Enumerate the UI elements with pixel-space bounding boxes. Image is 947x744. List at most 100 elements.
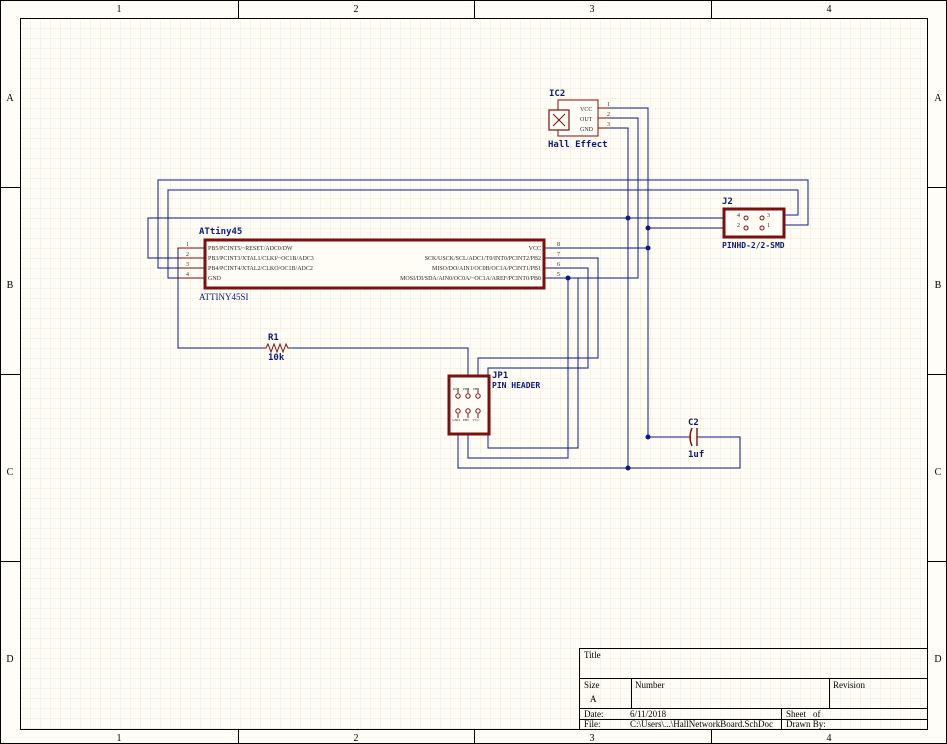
j2-pin-number: 4 <box>737 213 740 219</box>
jp1-value: PIN HEADER <box>492 381 540 390</box>
row-label-left: D <box>6 654 13 665</box>
jp1-body <box>447 374 491 436</box>
column-label-bottom: 3 <box>590 733 595 744</box>
column-label-top: 1 <box>117 4 122 15</box>
j2-pad <box>759 215 765 221</box>
j2-designator: J2 <box>722 197 733 207</box>
ic2-pin-number: 3 <box>607 122 610 128</box>
title-block: Title Size A Number Revision Date: 6/11/… <box>579 648 928 730</box>
j2-pin-number: 2 <box>737 223 740 229</box>
r1-value: 10k <box>268 353 285 363</box>
ic2-hall-sensor[interactable]: IC2 VCC OUT GND 1 2 3 Hall Effect <box>548 89 610 150</box>
junction-dot <box>645 225 651 231</box>
ic2-designator: IC2 <box>549 89 565 99</box>
junction-dot <box>645 434 651 440</box>
wire-jp1-gnd <box>457 418 741 469</box>
sheet-label: Sheet <box>786 709 806 719</box>
row-label-left: A <box>6 93 14 104</box>
column-label-bottom: 4 <box>827 733 832 744</box>
jp1-pad <box>465 393 471 399</box>
ic2-pin-number: 2 <box>607 112 610 118</box>
u1-pin-name: PB5/PCINT5/~RESET/ADC0/DW <box>208 246 293 252</box>
size-label: Size <box>584 680 600 690</box>
column-label-bottom: 2 <box>354 733 359 744</box>
number-label: Number <box>635 680 665 690</box>
u1-pin-number: 2 <box>186 252 189 258</box>
u1-body <box>203 238 546 290</box>
j2-value: PINHD-2/2-SMD <box>722 241 785 250</box>
wire-u1-pin2 <box>147 217 628 259</box>
ic2-pin-name: VCC <box>580 107 592 113</box>
row-label-right: B <box>935 280 942 291</box>
u1-pin-name: SCK/USCK/SCL/ADC1/T0/INT0/PCINT2/PB2 <box>425 256 541 262</box>
column-label-bottom: 1 <box>117 733 122 744</box>
row-label-right: A <box>934 93 942 104</box>
ic2-pin-number: 1 <box>607 102 610 108</box>
j2-pad <box>743 225 749 231</box>
wire-u1-pin4 <box>167 189 799 279</box>
j2-pin-number: 3 <box>767 213 770 219</box>
u1-pin-number: 4 <box>186 272 189 278</box>
u1-value: ATTINY45SI <box>199 292 249 302</box>
of-label: of <box>813 709 821 719</box>
u1-pin-name: MOSI/DI/SDA/AIN0/OC0A/~OC1A/AREF/PCINT0/… <box>400 276 541 282</box>
u1-pin-number: 6 <box>557 262 560 268</box>
u1-designator: ATtiny45 <box>199 226 242 237</box>
row-label-left: B <box>7 280 14 291</box>
date-label: Date: <box>584 709 604 719</box>
jp1-pin-header[interactable]: JP1 PIN HEADER RST PB2 PB1 GND PB0 VCC <box>447 371 540 436</box>
date-value: 6/11/2018 <box>630 709 667 719</box>
size-value: A <box>590 694 597 704</box>
column-label-top: 3 <box>590 4 595 15</box>
r1-designator: R1 <box>268 333 279 343</box>
jp1-pad <box>475 408 481 414</box>
u1-pin-name: GND <box>208 276 222 282</box>
jp1-pad <box>455 393 461 399</box>
column-label-top: 4 <box>827 4 832 15</box>
jp1-pin-label: GND <box>452 418 460 422</box>
attiny45-chip[interactable]: ATtiny45 1 2 3 4 PB5/PCINT5/~RESET/ADC0/… <box>178 226 560 302</box>
u1-pin-number: 8 <box>557 242 560 248</box>
j2-connector[interactable]: J2 4 3 2 1 PINHD-2/2-SMD <box>722 197 786 250</box>
jp1-pad <box>475 393 481 399</box>
row-label-right: D <box>934 654 941 665</box>
jp1-pin-label: PB1 <box>473 387 479 391</box>
u1-pin-name: MISO/DO/AIN1/OC0B/OC1A/PCINT1/PB1 <box>432 266 541 272</box>
junction-dot <box>565 275 571 281</box>
j2-body <box>722 207 786 239</box>
title-label: Title <box>584 650 601 660</box>
c2-value: 1uf <box>688 450 704 460</box>
row-label-left: C <box>7 467 14 478</box>
u1-pin-number: 5 <box>557 272 560 278</box>
junction-dot <box>625 215 631 221</box>
c2-designator: C2 <box>688 418 699 428</box>
j2-pin-number: 1 <box>767 223 770 229</box>
revision-label: Revision <box>833 680 866 690</box>
u1-pin-number: 3 <box>186 262 189 268</box>
file-label: File: <box>584 719 601 729</box>
row-label-right: C <box>935 467 942 478</box>
r1-resistor[interactable]: R1 10k <box>262 333 292 363</box>
jp1-pin-label: PB2 <box>463 387 469 391</box>
jp1-pin-label: RST <box>453 387 460 391</box>
drawn-by-label: Drawn By: <box>786 719 826 729</box>
u1-pin-number: 1 <box>186 242 189 248</box>
file-value: C:\Users\...\HallNetworkBoard.SchDoc <box>630 719 773 729</box>
jp1-pin-label: VCC <box>472 418 480 422</box>
u1-pin-name: VCC <box>529 246 541 252</box>
resistor-icon <box>262 342 292 354</box>
c2-capacitor[interactable]: C2 1uf <box>688 418 704 460</box>
junctions <box>565 215 651 471</box>
u1-pin-name: PB3/PCINT3/XTAL1/CLKI/~OC1B/ADC3 <box>208 256 314 262</box>
junction-dot <box>645 245 651 251</box>
zone-labels: 1 2 3 4 1 2 3 4 A B C D A B C D <box>6 4 942 744</box>
jp1-designator: JP1 <box>492 371 508 381</box>
junction-dot <box>625 465 631 471</box>
u1-pin-number: 7 <box>557 252 560 258</box>
j2-pad <box>759 225 765 231</box>
sheet-grid <box>21 19 927 729</box>
jp1-pad <box>455 408 461 414</box>
u1-pin-name: PB4/PCINT4/XTAL2/CLKO/OC1B/ADC2 <box>208 266 313 272</box>
